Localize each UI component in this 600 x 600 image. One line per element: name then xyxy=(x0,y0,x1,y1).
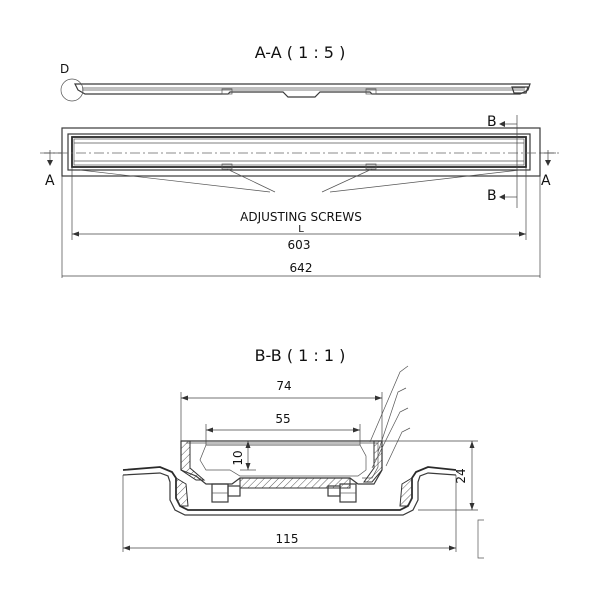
cut-b-top: B xyxy=(487,114,497,130)
dimension-total-height: 24 xyxy=(454,468,468,483)
outer-frame xyxy=(61,127,541,177)
cut-a-right: A xyxy=(541,173,551,189)
section-bb-title: B-B ( 1 : 1 ) xyxy=(255,346,346,365)
dimension-channel-outer-width: 74 xyxy=(276,379,291,393)
dimension-flange-width: 115 xyxy=(276,532,299,546)
cut-b-bottom: B xyxy=(487,188,497,204)
dimension-grate-depth: 10 xyxy=(231,450,245,465)
dimension-outer-length: 642 xyxy=(290,261,313,275)
top-view: A A B B ADJUSTING SCREWS L 603 642 xyxy=(40,114,560,278)
cross-section-view: 74 55 10 24 115 xyxy=(122,365,484,559)
cut-a-left: A xyxy=(45,173,55,189)
side-profile-view: D xyxy=(60,62,531,102)
length-symbol: L xyxy=(298,224,304,235)
detail-d-label: D xyxy=(60,62,69,76)
dimension-inner-length: 603 xyxy=(288,238,311,252)
detail-d-circle xyxy=(60,78,84,102)
section-aa-title: A-A ( 1 : 5 ) xyxy=(255,43,346,62)
dimension-channel-inner-width: 55 xyxy=(275,412,290,426)
adjusting-screws-label: ADJUSTING SCREWS xyxy=(240,210,362,224)
